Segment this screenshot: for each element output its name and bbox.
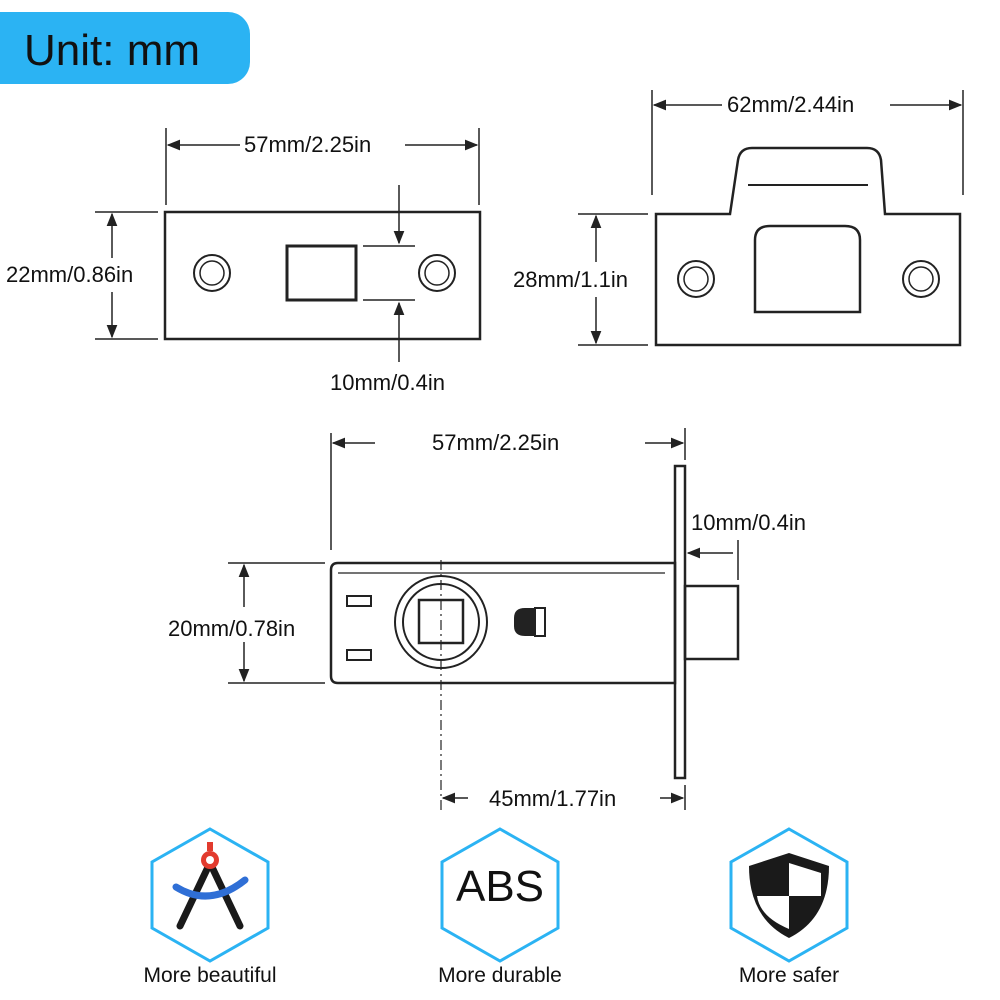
feature-label-beautiful: More beautiful: [143, 964, 277, 987]
latch-backset-label: 45mm/1.77in: [486, 786, 620, 812]
unit-badge: Unit: mm: [0, 12, 250, 84]
strike-plate-opening-label: 10mm/0.4in: [327, 370, 448, 396]
latch-body-drawing: [228, 428, 740, 812]
feature-label-safer: More safer: [738, 964, 840, 987]
strike-box-height-label: 28mm/1.1in: [510, 267, 631, 293]
strike-plate-height-label: 22mm/0.86in: [3, 262, 137, 288]
compass-icon: [150, 827, 270, 963]
strike-plate-drawing: [95, 128, 482, 362]
feature-label-durable: More durable: [438, 964, 562, 987]
abs-icon: [440, 827, 560, 963]
abs-icon-text: ABS: [455, 862, 545, 911]
unit-label: Unit: mm: [24, 26, 200, 75]
latch-height-label: 20mm/0.78in: [165, 616, 299, 642]
strike-box-drawing: [578, 90, 964, 347]
strike-plate-width-label: 57mm/2.25in: [241, 132, 375, 158]
strike-box-width-label: 62mm/2.44in: [724, 92, 858, 118]
shield-icon: [729, 827, 849, 963]
latch-length-label: 57mm/2.25in: [429, 430, 563, 456]
latch-bolt-label: 10mm/0.4in: [688, 510, 809, 536]
